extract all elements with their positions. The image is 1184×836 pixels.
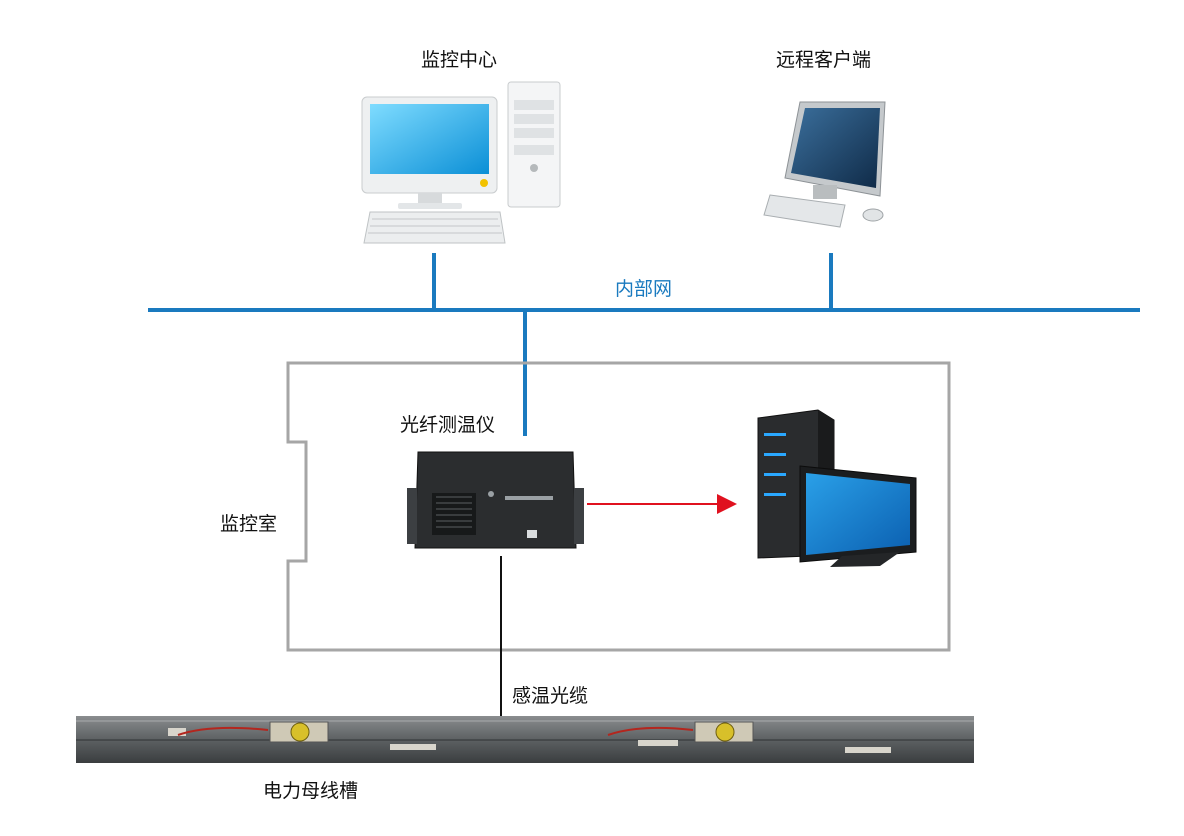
fiber-thermometer-label: 光纤测温仪 [400,414,496,436]
busway-sensor-right [607,721,754,743]
busway-label: 电力母线槽 [263,780,359,802]
intranet-network [148,253,1140,436]
control-room-border [286,361,951,652]
control-room-label: 监控室 [220,513,278,535]
busway-sensor-left [177,721,329,743]
server-monitor-icon [757,409,917,567]
remote-client-label: 远程客户端 [776,49,872,71]
desktop-pc-icon [361,81,561,244]
sensing-cable-label: 感温光缆 [512,685,589,707]
rack-device-icon [407,451,584,549]
all-in-one-pc-icon [763,101,886,228]
monitoring-center-label: 监控中心 [421,49,498,71]
intranet-label: 内部网 [615,278,673,300]
busway-photo [76,716,974,763]
